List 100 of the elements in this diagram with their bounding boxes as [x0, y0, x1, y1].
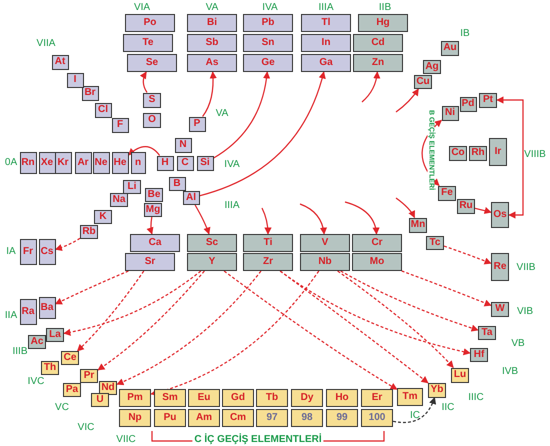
element-cell: Ac [28, 335, 46, 349]
element-cell: Ba [38, 297, 56, 319]
element-cell: 100 [361, 409, 393, 427]
element-cell: Er [361, 389, 393, 407]
arrow [340, 270, 479, 332]
element-cell: 98 [291, 409, 323, 427]
arrow [213, 71, 270, 159]
element-cell: V [300, 234, 350, 252]
element-cell: Nd [99, 381, 117, 395]
group-label: IB [460, 29, 470, 39]
element-cell: Zr [243, 253, 293, 271]
arrow [63, 270, 202, 336]
element-cell: n [130, 152, 146, 174]
element-cell: Zn [353, 54, 403, 72]
group-label: IIIC [468, 393, 484, 403]
element-cell: Se [127, 54, 177, 72]
element-cell: Fe [438, 186, 456, 200]
element-cell: Lu [451, 368, 469, 382]
element-cell: I [66, 72, 84, 88]
arrow [474, 207, 492, 214]
group-label: IIIA [318, 3, 334, 13]
element-cell: Tl [301, 14, 351, 32]
element-cell: C [176, 156, 194, 170]
element-cell: Y [187, 253, 237, 271]
element-cell: Pu [154, 409, 186, 427]
element-cell: At [52, 54, 68, 70]
element-cell: K [94, 210, 112, 224]
arrow [194, 204, 210, 235]
element-cell: Ga [301, 54, 351, 72]
group-label: VIA [134, 3, 150, 13]
arrow [128, 146, 160, 156]
group-label: VIB [516, 307, 534, 317]
element-cell: Pb [243, 14, 293, 32]
element-cell: In [301, 34, 351, 52]
element-cell: W [491, 302, 509, 316]
element-cell: Rn [20, 152, 36, 174]
group-label: 0A [4, 158, 18, 168]
element-cell: Mg [144, 203, 162, 217]
element-cell: Co [449, 146, 467, 160]
element-cell: As [187, 54, 237, 72]
element-cell: Sm [154, 389, 186, 407]
element-cell: Ar [74, 152, 92, 174]
arrow [199, 71, 326, 196]
arrow [344, 201, 380, 235]
element-cell: Gd [222, 389, 254, 407]
element-cell: Cs [38, 239, 56, 265]
arrow [392, 396, 436, 424]
group-label: VC [55, 403, 69, 413]
arrow [444, 246, 492, 264]
element-cell: Mo [352, 253, 402, 271]
arrow [140, 71, 148, 93]
arrow [362, 71, 380, 102]
arrow [396, 198, 416, 218]
group-label: VIIA [36, 39, 56, 49]
group-label: VA [216, 109, 228, 119]
element-cell: Ag [423, 60, 441, 74]
group-label: VIIIB [524, 150, 546, 160]
element-cell: Ce [61, 351, 79, 365]
group-label: IC [410, 411, 420, 421]
element-cell: La [46, 328, 64, 342]
element-cell: Bi [187, 14, 237, 32]
element-cell: 99 [326, 409, 358, 427]
element-cell: Ru [457, 198, 475, 214]
element-cell: B [168, 177, 186, 191]
element-cell: Rh [469, 146, 487, 160]
element-cell: N [174, 138, 192, 152]
arrow [97, 270, 205, 370]
arrow [496, 96, 524, 219]
element-cell: Ta [478, 326, 496, 340]
element-cell: Yb [428, 382, 446, 398]
element-cell: U [91, 393, 109, 407]
group-label: VIIC [116, 435, 136, 445]
arrow [76, 270, 144, 352]
arrow [396, 88, 419, 112]
element-cell: Ca [130, 234, 180, 252]
element-cell: Cd [353, 34, 403, 52]
element-cell: Sc [187, 234, 237, 252]
element-cell: Np [119, 409, 151, 427]
arrow [54, 238, 80, 251]
element-cell: Si [196, 156, 214, 170]
group-label: VIIB [516, 263, 536, 273]
element-cell: Ra [20, 299, 36, 325]
group-label: IIIB [12, 347, 28, 357]
arrow [116, 270, 262, 385]
group-label: VA [206, 3, 218, 13]
element-cell: Al [182, 191, 200, 205]
element-cell: H [156, 156, 174, 170]
element-cell: Sn [243, 34, 293, 52]
group-label: IA [6, 247, 16, 257]
arrow [280, 270, 429, 384]
element-cell: Ne [92, 152, 110, 174]
element-cell: Cr [352, 234, 402, 252]
element-cell: Th [41, 361, 59, 375]
arrow [54, 270, 129, 304]
group-label: VIC [78, 423, 94, 433]
group-label: IIA [4, 311, 18, 321]
element-cell: Dy [291, 389, 323, 407]
element-cell: He [112, 152, 128, 174]
element-cell: Br [82, 86, 98, 100]
element-cell: Te [123, 34, 173, 52]
